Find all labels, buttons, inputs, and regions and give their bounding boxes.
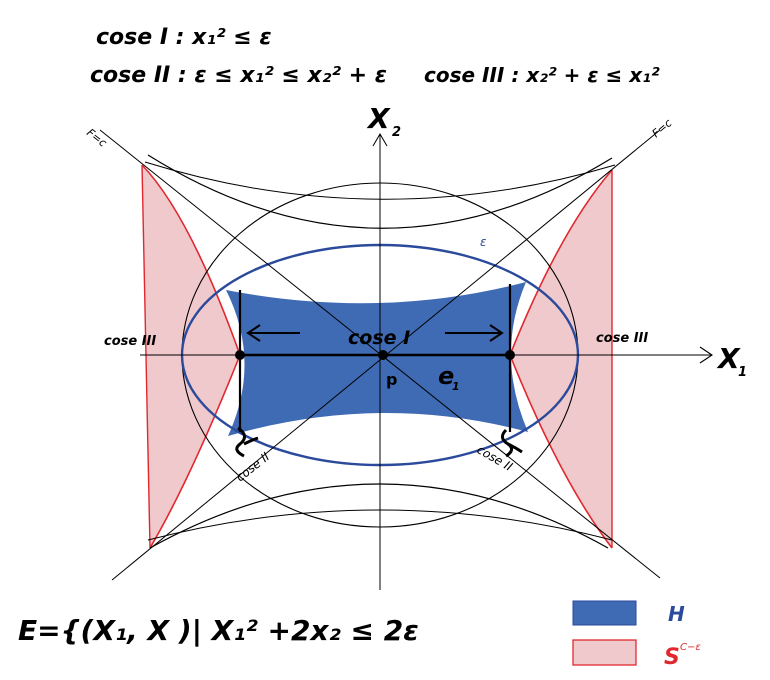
brace-right xyxy=(501,428,523,458)
point-p-label: p xyxy=(386,370,397,389)
case3-condition: cose III : x₂² + ε ≤ x₁² xyxy=(424,63,660,87)
brace-left xyxy=(235,426,259,458)
vector-e-subscript: 1 xyxy=(452,380,460,393)
blue-region xyxy=(226,282,528,436)
right-case-label: cose III xyxy=(596,331,648,346)
legend-label-s-superscript: C−ε xyxy=(680,642,701,653)
level-set-label-left: F=c xyxy=(84,126,109,150)
legend-swatch-s xyxy=(572,639,637,666)
vector-e-label: e xyxy=(438,362,454,390)
red-edge-left xyxy=(141,164,151,549)
x1-axis-arrowhead xyxy=(699,346,713,364)
pink-region-left xyxy=(142,165,240,548)
lower-right-case-label: cose II xyxy=(475,442,516,474)
pink-region-right xyxy=(510,170,612,548)
right-arrow-head xyxy=(489,324,504,342)
set-e-formula: E={(X₁, X )| X₁² +2x₂ ≤ 2ε xyxy=(18,614,419,647)
x2-axis-arrowhead xyxy=(372,133,388,147)
case2-condition: cose II : ε ≤ x₁² ≤ x₂² + ε xyxy=(90,63,387,88)
level-curve-bottom xyxy=(149,483,609,549)
x2-axis-subscript: 2 xyxy=(392,125,401,140)
center-case-label: cose I xyxy=(348,327,410,349)
level-set-label-right: F=c xyxy=(650,116,675,140)
x1-axis-label: X xyxy=(716,342,741,375)
legend-swatch-h xyxy=(572,600,637,626)
left-case-label: cose III xyxy=(104,334,156,349)
left-arrow-head xyxy=(246,324,261,342)
legend-label-s: S xyxy=(664,645,680,670)
point-right xyxy=(505,350,515,360)
x2-axis-label: X xyxy=(366,102,391,135)
point-p xyxy=(378,350,388,360)
ellipse-label: ε xyxy=(480,235,487,249)
case1-condition: cose I : x₁² ≤ ε xyxy=(96,25,272,50)
point-left xyxy=(235,350,245,360)
legend-label-h: H xyxy=(668,602,685,626)
x1-axis-subscript: 1 xyxy=(738,365,747,380)
